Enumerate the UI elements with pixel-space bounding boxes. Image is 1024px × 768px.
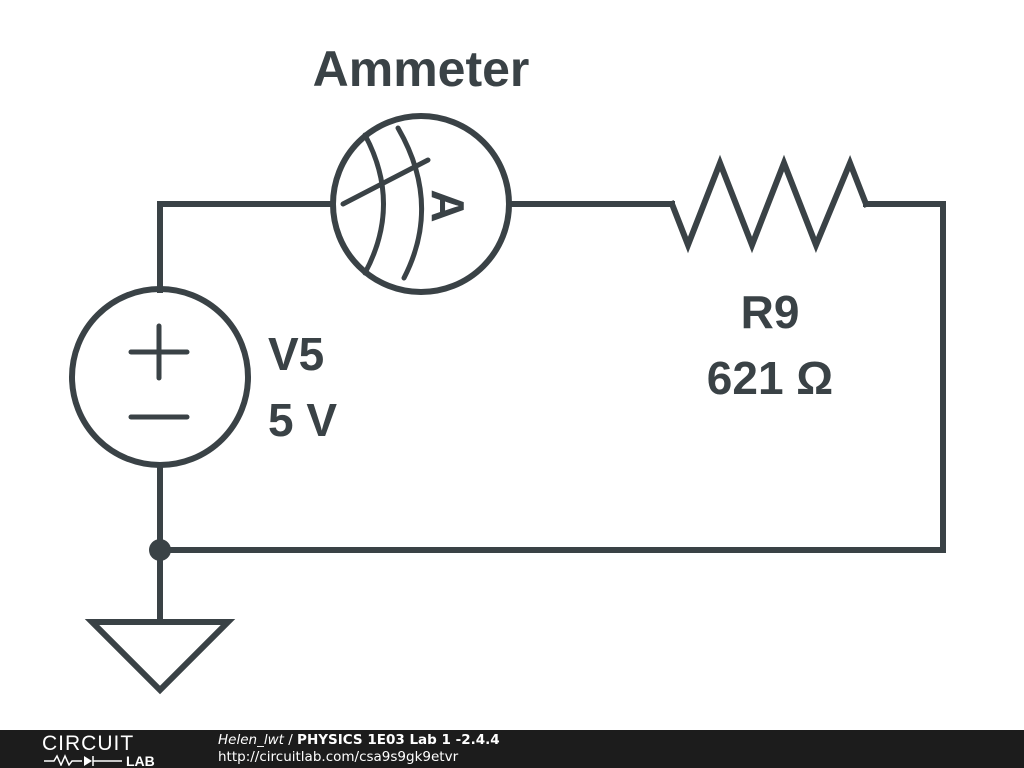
ammeter-circle <box>330 113 512 295</box>
junction-node <box>149 539 171 561</box>
ammeter-label: Ammeter <box>313 41 530 97</box>
footer-separator: / <box>283 732 298 748</box>
footer-url[interactable]: http://circuitlab.com/csa9s9gk9etvr <box>218 749 459 765</box>
ammeter-arc-right <box>395 125 425 281</box>
wire-top-left <box>157 201 336 293</box>
logo-diode-icon <box>84 756 92 766</box>
wire-right <box>157 201 946 553</box>
resistor-value: 621 Ω <box>707 352 833 404</box>
voltage-source-circle <box>69 286 251 468</box>
footer-credit: Helen_lwt / PHYSICS 1E03 Lab 1 -2.4.4 <box>218 732 500 748</box>
circuit-schematic: V5 5 V A Ammeter R9 621 Ω <box>69 41 946 695</box>
logo-resistor-icon <box>44 754 82 766</box>
voltage-source-v5[interactable] <box>69 286 251 468</box>
footer-bar: CIRCUIT LAB Helen_lwt / PHYSICS 1E03 Lab… <box>0 730 1024 768</box>
resistor-r9[interactable] <box>668 154 870 254</box>
footer-author-link[interactable]: Helen_lwt <box>218 732 284 748</box>
logo-text-bottom: LAB <box>126 753 155 766</box>
ground-symbol <box>84 619 236 695</box>
voltage-source-value: 5 V <box>268 394 337 446</box>
ammeter-arc-left <box>362 132 386 276</box>
ammeter[interactable]: A <box>330 113 512 295</box>
ammeter-needle <box>340 157 431 207</box>
footer-title-link[interactable]: PHYSICS 1E03 Lab 1 -2.4.4 <box>297 732 500 748</box>
circuitlab-logo[interactable]: CIRCUIT LAB <box>42 732 182 766</box>
logo-text-top: CIRCUIT <box>42 732 134 755</box>
voltage-source-name: V5 <box>268 328 324 380</box>
resistor-name: R9 <box>741 286 800 338</box>
ammeter-glyph: A <box>422 189 474 222</box>
wires <box>157 201 946 625</box>
